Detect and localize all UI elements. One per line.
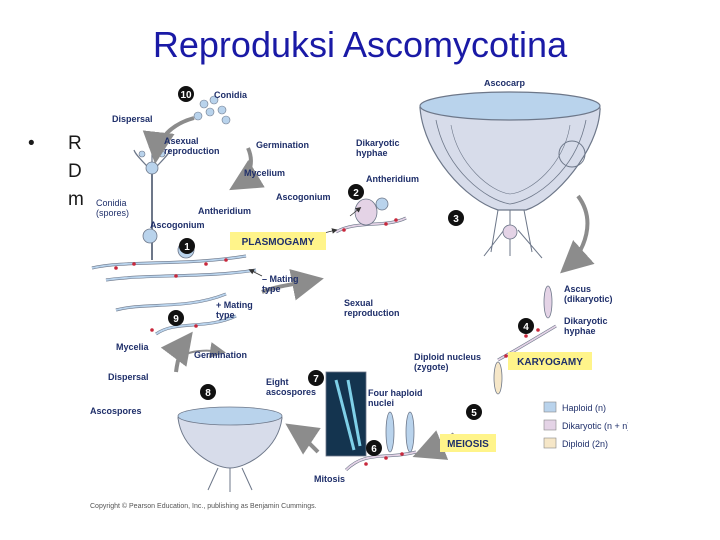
label-mitosis: Mitosis <box>314 474 345 484</box>
step-4: 4 <box>523 322 529 333</box>
karyogamy-label: KARYOGAMY <box>517 357 583 368</box>
nucleus-dot <box>524 334 528 338</box>
nucleus-dot <box>384 222 388 226</box>
legend: Haploid (n) Dikaryotic (n + n) Diploid (… <box>543 401 628 449</box>
label-germination-top: Germination <box>256 140 309 150</box>
bullet-text: R D m <box>68 130 138 214</box>
label-antheridium-left: Antheridium <box>198 206 251 216</box>
label-antheridium-right: Antheridium <box>366 174 419 184</box>
legend-swatch-diploid <box>543 437 557 449</box>
nucleus-dot <box>364 462 368 466</box>
process-meiosis: MEIOSIS <box>440 434 496 452</box>
ascomycete-life-cycle-diagram: 10 1 2 3 4 5 6 7 8 9 PLASMOGAMY KARYOGAM… <box>86 80 628 512</box>
cycle-arrows <box>142 116 595 460</box>
step-8: 8 <box>205 388 211 399</box>
nucleus-dot <box>384 456 388 460</box>
nucleus-dot <box>400 452 404 456</box>
label-dispersal-top: Dispersal <box>112 114 153 124</box>
step-5: 5 <box>471 408 477 419</box>
label-ascogonium-right: Ascogonium <box>276 192 331 202</box>
meiosis-label: MEIOSIS <box>447 439 489 450</box>
label-ascospores: Ascospores <box>90 406 142 416</box>
process-plasmogamy: PLASMOGAMY <box>230 232 326 250</box>
plasmogamy-label: PLASMOGAMY <box>242 237 315 248</box>
nucleus-dot <box>394 218 398 222</box>
plasmogamy-hyphae <box>335 197 407 234</box>
nucleus-dot <box>204 262 208 266</box>
label-diploid-nucleus: Diploid nucleus(zygote) <box>414 352 481 372</box>
label-mycelium: Mycelium <box>244 168 285 178</box>
copyright-notice: Copyright © Pearson Education, Inc., pub… <box>90 503 317 510</box>
conidia-cluster <box>193 95 231 125</box>
step-2: 2 <box>353 188 359 199</box>
bullet-line-2: D <box>68 161 82 182</box>
mycelium-illustration <box>91 142 257 282</box>
nucleus-dot <box>224 258 228 262</box>
step-9: 9 <box>173 314 179 325</box>
nucleus-dot <box>150 328 154 332</box>
slide-title: Reproduksi Ascomycotina <box>152 24 568 65</box>
legend-label-haploid: Haploid (n) <box>562 403 606 413</box>
ascus-development <box>344 285 557 472</box>
label-germination-bottom: Germination <box>194 350 247 360</box>
nucleus-dot <box>132 262 136 266</box>
step-7: 7 <box>313 374 319 385</box>
nucleus-dot <box>194 324 198 328</box>
legend-label-dikaryotic: Dikaryotic (n + n) <box>562 421 628 431</box>
nucleus-dot <box>536 328 540 332</box>
bullet-line-3: m <box>68 189 84 210</box>
nucleus-dot <box>504 354 508 358</box>
label-conidia: Conidia <box>214 90 248 100</box>
bullet-line-1: R <box>68 133 82 154</box>
step-6: 6 <box>371 444 377 455</box>
label-mycelia: Mycelia <box>116 342 150 352</box>
label-dispersal-bottom: Dispersal <box>108 372 149 382</box>
label-ascus: Ascus(dikaryotic) <box>564 284 613 304</box>
label-ascocarp: Ascocarp <box>484 80 526 88</box>
legend-label-diploid: Diploid (2n) <box>562 439 608 449</box>
bullet-symbol: • <box>28 133 35 154</box>
step-10: 10 <box>180 90 192 101</box>
nucleus-dot <box>342 228 346 232</box>
label-conidia-spores: Conidia(spores) <box>96 198 129 218</box>
ascocarp-illustration <box>419 91 601 259</box>
legend-swatch-haploid <box>543 401 557 413</box>
micrograph-asci <box>334 379 362 451</box>
nucleus-dot <box>174 274 178 278</box>
process-karyogamy: KARYOGAMY <box>508 352 592 370</box>
legend-swatch-dikaryotic <box>543 419 557 431</box>
bottom-ascocarp-illustration <box>177 406 283 492</box>
label-ascogonium-left: Ascogonium <box>150 220 205 230</box>
nucleus-dot <box>114 266 118 270</box>
step-1: 1 <box>184 242 190 253</box>
step-3: 3 <box>453 214 459 225</box>
step-markers: 10 1 2 3 4 5 6 7 8 9 <box>168 86 534 456</box>
mating-hyphae-bottom <box>115 292 237 336</box>
